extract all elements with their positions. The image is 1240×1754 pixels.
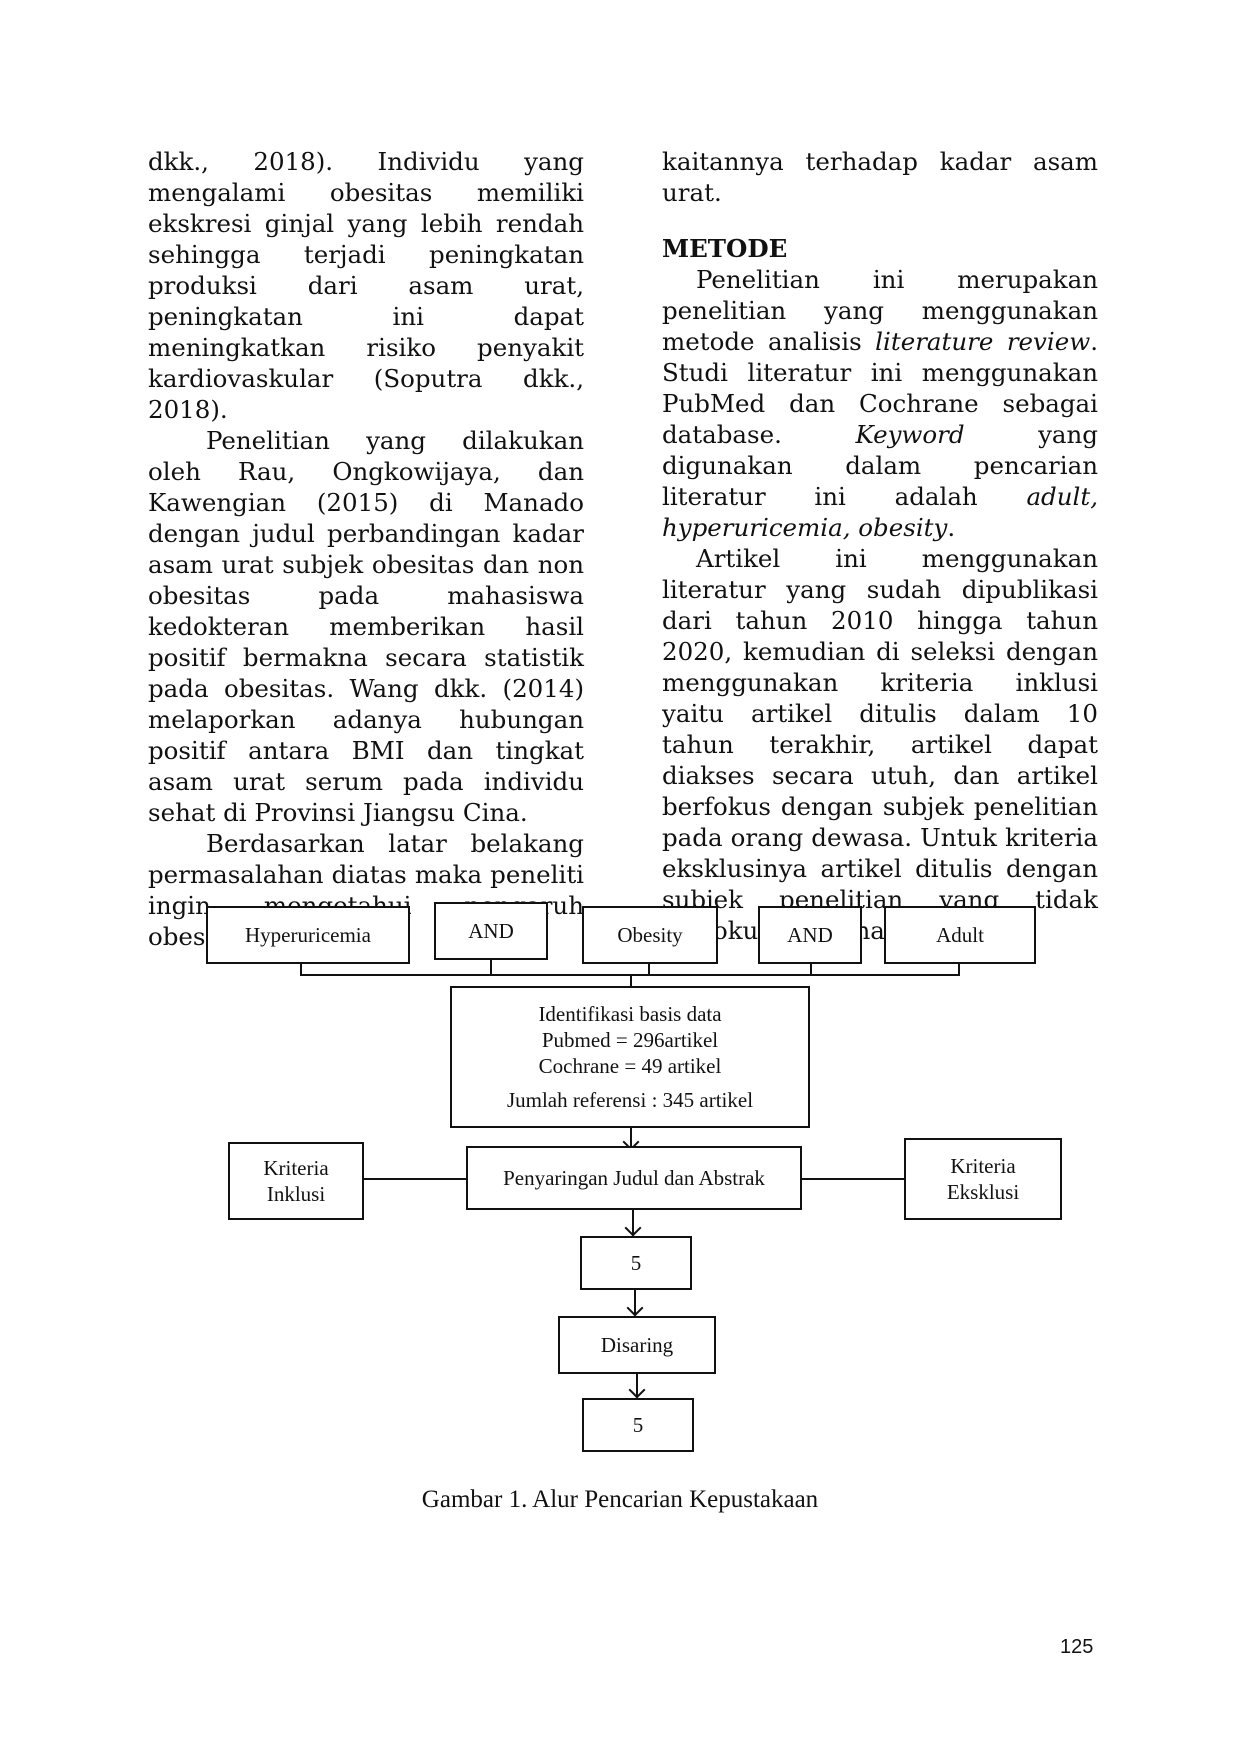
connector-line: [630, 974, 632, 986]
left-column: dkk., 2018). Individu yang mengalami obe…: [148, 146, 584, 952]
arrow-line: [636, 1374, 638, 1396]
operator-box-and-1: AND: [434, 902, 548, 960]
connector-line: [648, 962, 650, 976]
keyword-box-hyperuricemia: Hyperuricemia: [206, 906, 410, 964]
arrow-line: [632, 1210, 634, 1234]
right-paragraph-3: Artikel ini menggunakan literatur yang s…: [662, 544, 1098, 945]
left-paragraph-2: Penelitian yang dilakukan oleh Rau, Ongk…: [148, 426, 584, 827]
connector-line: [300, 962, 302, 976]
arrow-head: [626, 1299, 644, 1317]
right-column: kaitannya terhadap kadar asam urat. METO…: [662, 146, 1098, 946]
filtered-box: Disaring: [558, 1316, 716, 1374]
connector-line: [958, 962, 960, 976]
connector-line: [364, 1178, 466, 1180]
figure-caption: Gambar 1. Alur Pencarian Kepustakaan: [421, 1486, 819, 1513]
arrow-head: [624, 1219, 642, 1237]
section-heading-metode: METODE: [662, 234, 788, 263]
arrow-line: [630, 1128, 632, 1146]
right-paragraph-2: Penelitian ini merupakan penelitian yang…: [662, 265, 1098, 542]
keyword-box-obesity: Obesity: [582, 906, 718, 964]
identification-box: Identifikasi basis data Pubmed = 296arti…: [450, 986, 810, 1128]
arrow-line: [634, 1290, 636, 1314]
connector-line: [802, 1178, 904, 1180]
page-number: 125: [1060, 1636, 1094, 1658]
result-count-box-2: 5: [582, 1398, 694, 1452]
left-paragraph-1: dkk., 2018). Individu yang mengalami obe…: [148, 147, 584, 424]
exclusion-criteria-box: Kriteria Eksklusi: [904, 1138, 1062, 1220]
operator-box-and-2: AND: [758, 906, 862, 964]
screening-box: Penyaringan Judul dan Abstrak: [466, 1146, 802, 1210]
connector-line: [490, 958, 492, 976]
keyword-box-adult: Adult: [884, 906, 1036, 964]
arrow-head: [628, 1381, 646, 1399]
inclusion-criteria-box: Kriteria Inklusi: [228, 1142, 364, 1220]
result-count-box-1: 5: [580, 1236, 692, 1290]
right-paragraph-1: kaitannya terhadap kadar asam urat.: [662, 147, 1098, 207]
connector-line: [810, 962, 812, 976]
